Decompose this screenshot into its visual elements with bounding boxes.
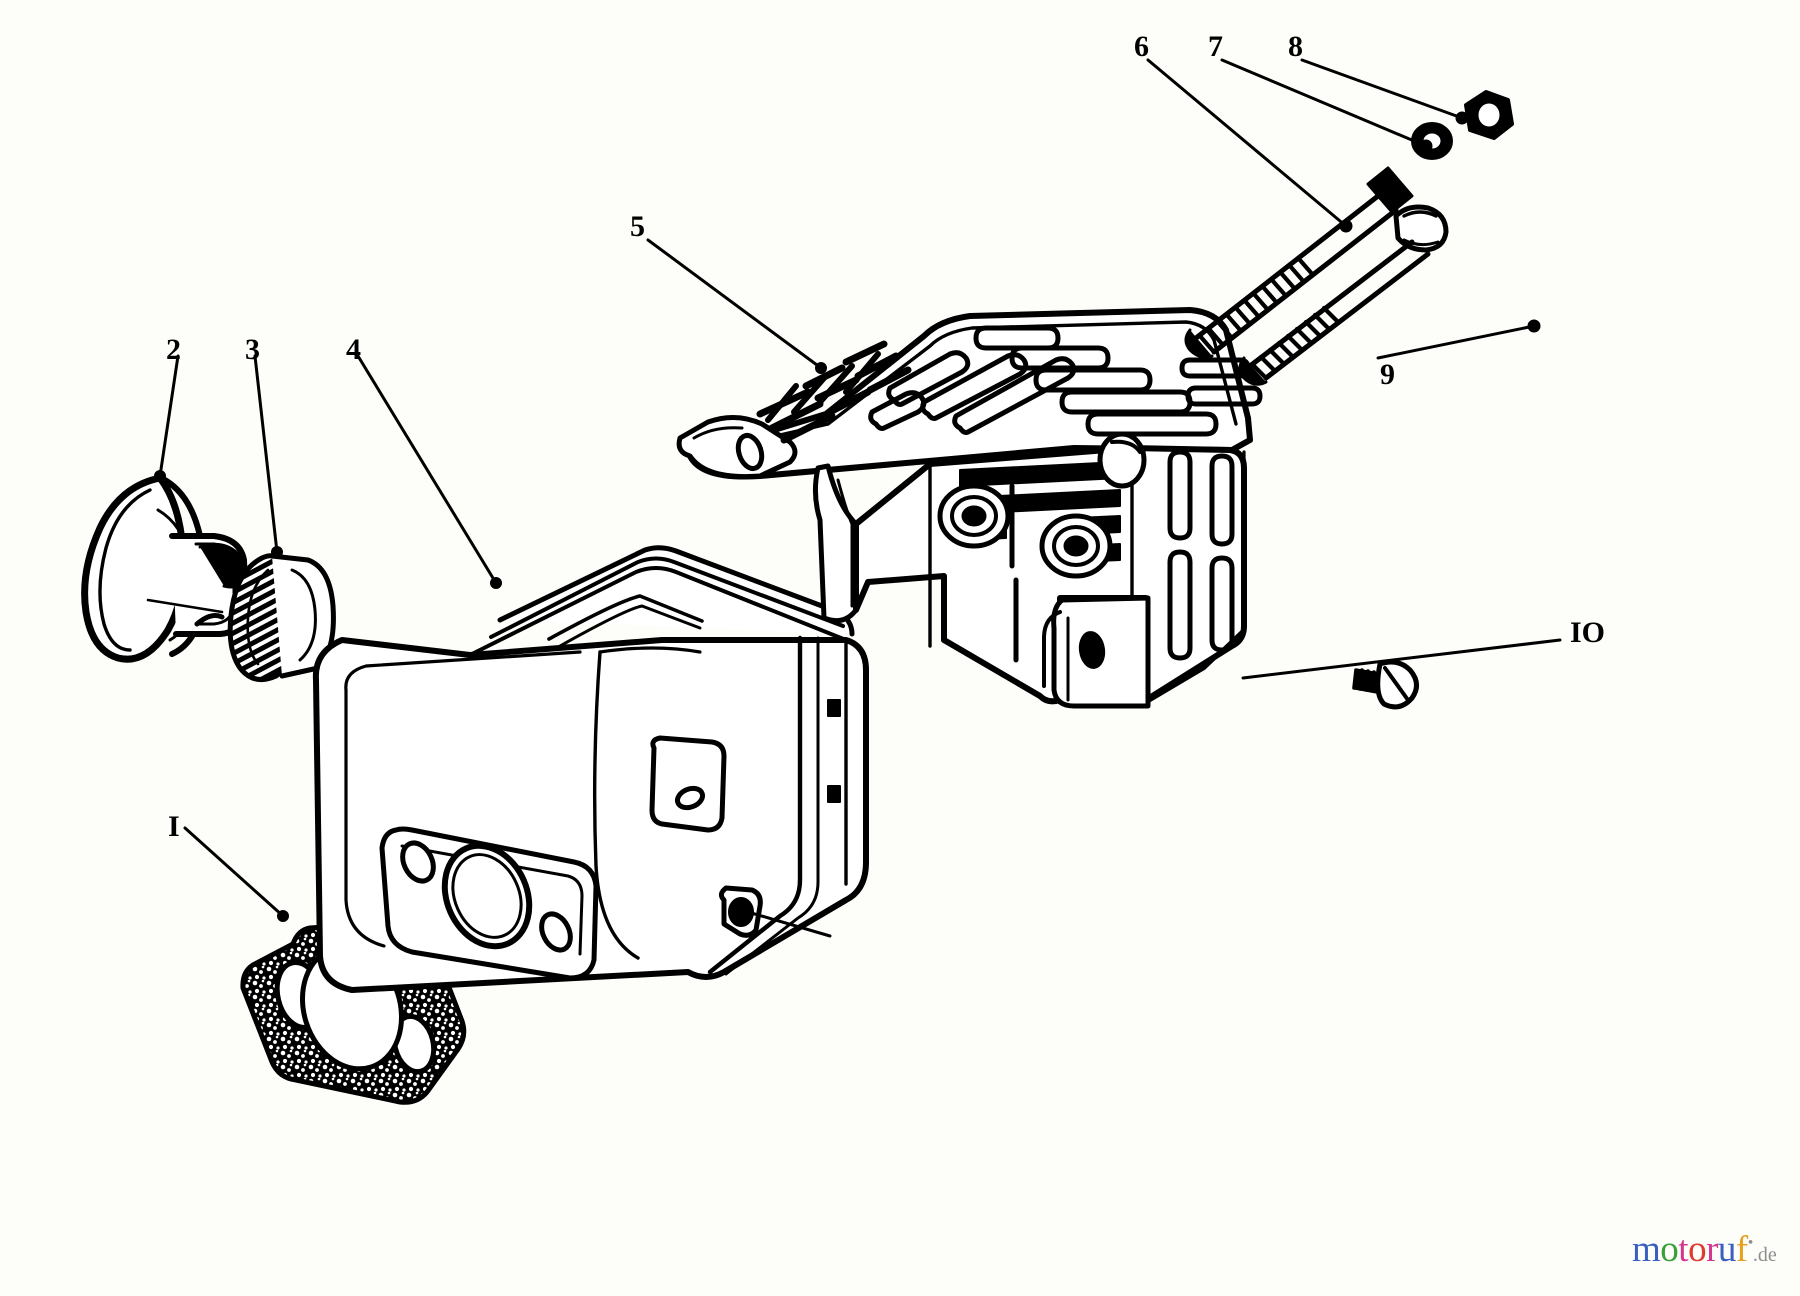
callout-3: 3 [245,333,260,366]
part-lock-washer [1411,122,1453,160]
callout-2: 2 [166,333,181,366]
leader-lines [154,58,1562,938]
callout-7: 7 [1208,30,1223,63]
motoruf-watermark: motoruf•.de [1632,1228,1777,1271]
watermark-letter-m: m [1632,1229,1661,1270]
callout-4: 4 [346,333,361,366]
callout-5: 5 [630,210,645,243]
watermark-letter-u: u [1717,1229,1737,1270]
callout-10: IO [1570,616,1606,649]
watermark-letter-t: t [1678,1229,1689,1270]
watermark-letter-r: r [1706,1229,1718,1270]
part-clamp-ring [227,553,336,683]
part-heat-shield [676,307,1263,709]
callout-9: 9 [1380,358,1395,391]
callout-6: 6 [1134,30,1149,63]
part-shield-screw [1352,659,1419,710]
part-exhaust-deflector [81,474,249,663]
callout-1: I [168,810,180,843]
callout-8: 8 [1288,30,1303,63]
part-hex-nut [1464,90,1514,140]
watermark-letter-f: f [1735,1229,1748,1270]
part-short-bolt [1238,204,1449,386]
watermark-letter-o1: o [1660,1229,1679,1270]
watermark-suffix: .de [1752,1244,1777,1266]
part-long-bolt [1184,166,1414,359]
part-muffler-body [312,545,869,993]
watermark-dot: • [1747,1234,1754,1252]
watermark-letter-o2: o [1688,1229,1707,1270]
